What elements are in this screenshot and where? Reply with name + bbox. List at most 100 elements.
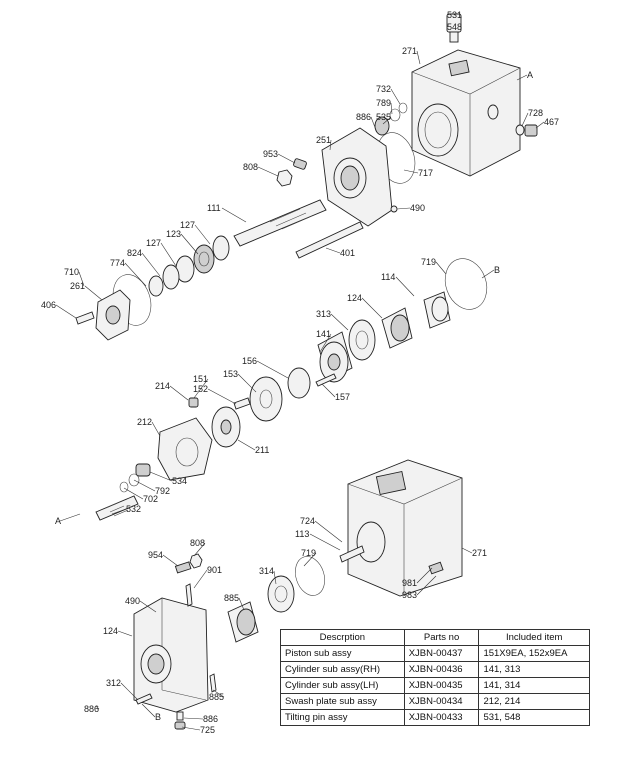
leader-line <box>124 262 147 287</box>
callout-label: 271 <box>472 548 487 558</box>
leader-line <box>321 383 336 398</box>
callout-label: 123 <box>166 229 181 239</box>
callout-label: 886 <box>84 704 99 714</box>
callout-label: 901 <box>207 565 222 575</box>
leader-line <box>535 121 545 129</box>
callout-label: 156 <box>242 356 257 366</box>
leader-line <box>237 373 257 393</box>
leader-line <box>390 102 393 115</box>
leader-line <box>221 207 247 223</box>
callout-label: 702 <box>143 494 158 504</box>
callout-label: 531 <box>447 10 462 20</box>
callout-label: 719 <box>421 257 436 267</box>
leader-line <box>133 479 156 492</box>
part-drawings <box>75 13 538 730</box>
leader-line <box>111 508 127 515</box>
table-cell: XJBN-00433 <box>403 709 480 726</box>
leader-line <box>207 388 237 405</box>
table-header-row: Descrption Parts no Included item <box>280 629 590 646</box>
leader-line <box>319 333 332 353</box>
callout-label: 774 <box>110 258 125 268</box>
parts-table: Descrption Parts no Included item Piston… <box>280 629 590 726</box>
callout-label: 490 <box>125 596 140 606</box>
leader-line <box>162 554 179 567</box>
leader-line <box>461 547 473 554</box>
callout-label: 885 <box>224 593 239 603</box>
leader-lines <box>55 50 545 731</box>
callout-label: 724 <box>300 516 315 526</box>
leader-line <box>194 224 211 245</box>
leader-line <box>277 153 296 164</box>
table-cell: Tilting pin assy <box>280 709 405 726</box>
callout-label: 214 <box>155 381 170 391</box>
leader-line <box>59 513 81 522</box>
callout-label: 789 <box>376 98 391 108</box>
table-cell: 141, 313 <box>478 661 590 678</box>
leader-line <box>141 703 156 718</box>
callout-label: 886 <box>203 714 218 724</box>
callout-label: 732 <box>376 84 391 94</box>
callout-label: 153 <box>223 369 238 379</box>
leader-line <box>416 50 421 65</box>
leader-line <box>303 552 317 567</box>
leader-line <box>78 271 85 287</box>
leader-line <box>309 533 341 551</box>
leader-line <box>149 471 173 482</box>
leader-line <box>481 269 495 279</box>
leader-line <box>435 261 447 275</box>
leader-line <box>382 116 392 125</box>
leader-line <box>141 252 161 277</box>
callout-label: A <box>527 70 533 80</box>
leader-line <box>390 88 401 105</box>
table-cell: 141, 314 <box>478 677 590 694</box>
callout-label: 111 <box>207 203 221 213</box>
callout-label: 467 <box>544 117 559 127</box>
callout-label: 725 <box>200 725 215 735</box>
table-row: Tilting pin assy XJBN-00433 531, 548 <box>280 709 590 726</box>
column-header: Included item <box>478 629 590 646</box>
callout-label: 710 <box>64 267 79 277</box>
leader-line <box>193 542 206 557</box>
callout-label: 548 <box>447 22 462 32</box>
table-cell: Piston sub assy <box>280 645 405 662</box>
table-cell: 151X9EA, 152x9EA <box>478 645 590 662</box>
leader-line <box>180 233 199 255</box>
callout-label: 212 <box>137 417 152 427</box>
callout-label: 808 <box>190 538 205 548</box>
leader-line <box>160 242 177 267</box>
callout-label: 406 <box>41 300 56 310</box>
callout-label: 792 <box>155 486 170 496</box>
callout-label: 211 <box>255 445 269 455</box>
leader-line <box>416 575 437 596</box>
leader-line <box>516 74 528 81</box>
table-cell: XJBN-00436 <box>403 661 480 678</box>
leader-line <box>193 569 208 589</box>
leader-line <box>521 112 529 127</box>
leader-line <box>169 385 189 401</box>
callout-label: 113 <box>295 529 309 539</box>
leader-line <box>325 247 341 254</box>
callout-label: 251 <box>316 135 331 145</box>
leader-line <box>314 520 343 543</box>
table-row: Piston sub assy XJBN-00437 151X9EA, 152x… <box>280 645 590 662</box>
leader-line <box>181 726 201 731</box>
callout-label: 808 <box>243 162 258 172</box>
leader-line <box>117 630 133 637</box>
callout-label: 885 <box>209 692 224 702</box>
table-cell: XJBN-00437 <box>403 645 480 662</box>
leader-line <box>183 717 204 720</box>
table-cell: XJBN-00434 <box>403 693 480 710</box>
leader-line <box>361 297 383 319</box>
callout-label: 535 <box>376 112 391 122</box>
callout-label: 534 <box>172 476 187 486</box>
callout-label: B <box>494 265 500 275</box>
callout-label: 728 <box>528 108 543 118</box>
table-row: Cylinder sub assy(RH) XJBN-00436 141, 31… <box>280 661 590 678</box>
leader-line <box>256 360 289 379</box>
table-cell: 212, 214 <box>478 693 590 710</box>
leader-line <box>84 285 103 301</box>
callout-label: 261 <box>70 281 85 291</box>
leader-line <box>55 304 77 319</box>
callout-label: 886 <box>356 112 371 122</box>
